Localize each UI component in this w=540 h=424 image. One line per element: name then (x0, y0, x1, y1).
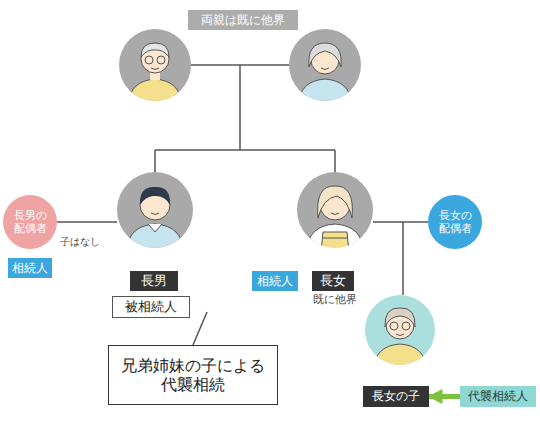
node-text: 代襲相続人 (468, 389, 528, 403)
person-tag: 長女 (312, 271, 354, 291)
node-text: 相続人 (257, 274, 293, 288)
node-text: 相続人 (12, 261, 48, 275)
note-text: 既に他界 (313, 292, 357, 307)
node-text: 長男の 配偶者 (10, 209, 50, 235)
heir-tag: 代襲相続人 (460, 386, 536, 407)
spouse-circle: 長女の 配偶者 (428, 195, 482, 249)
heir-tag: 相続人 (8, 258, 52, 278)
node-text: 両親は既に他界 (201, 13, 285, 27)
callout-box: 兄弟姉妹の子による 代襲相続 (108, 345, 278, 405)
family-lines (57, 65, 428, 345)
note-text: 子はなし (60, 235, 100, 249)
note-box: 両親は既に他界 (188, 10, 298, 30)
node-text: 長女 (320, 273, 346, 289)
arrow-connector (429, 394, 460, 399)
spouse-circle: 長男の 配偶者 (3, 195, 57, 249)
node-text: 被相続人 (125, 299, 177, 315)
node-text: 兄弟姉妹の子による 代襲相続 (118, 356, 268, 394)
node-text: 長女の子 (372, 389, 420, 403)
mother-figure (289, 29, 361, 105)
father-figure (119, 29, 191, 105)
decedent-tag: 被相続人 (112, 296, 190, 318)
son-figure (117, 172, 193, 252)
node-text: 長女の 配偶者 (435, 209, 475, 235)
node-text: 長男 (141, 273, 167, 289)
person-tag: 長女の子 (363, 386, 429, 407)
heir-tag: 相続人 (252, 271, 298, 291)
daughter-figure (297, 172, 373, 252)
child-figure (365, 295, 435, 370)
person-tag: 長男 (130, 271, 178, 291)
